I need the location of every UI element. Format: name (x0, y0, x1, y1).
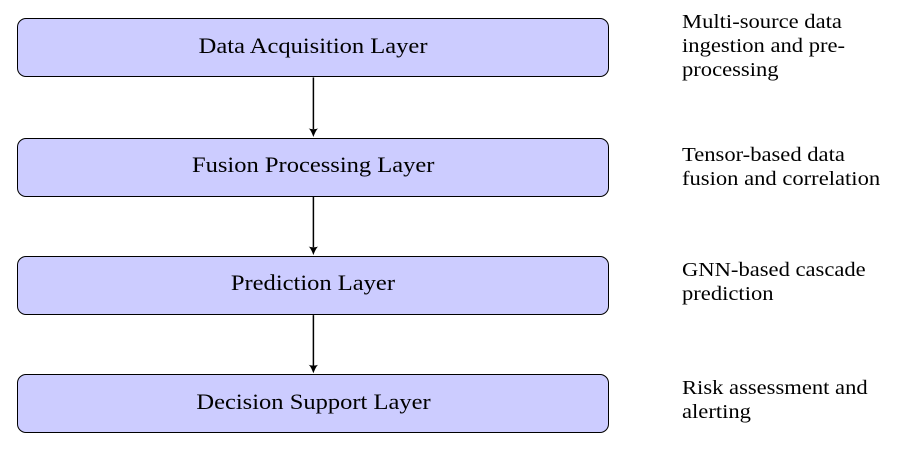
layer-label-decision-support: Decision Support Layer (195, 388, 431, 414)
layer-box-decision-support: Decision Support Layer (17, 373, 609, 434)
arrow-acquisition-to-fusion (308, 77, 319, 137)
annotation-line: GNN-based cascade (682, 258, 866, 281)
annotation-line: processing (682, 59, 779, 82)
annotation-fusion-processing: Tensor-based data fusion and correlation (682, 143, 880, 192)
annotation-line: Risk assessment and (682, 377, 868, 400)
annotation-line: Multi-source data (682, 10, 843, 33)
layer-box-data-acquisition: Data Acquisition Layer (17, 18, 609, 78)
arrow-fusion-to-prediction (308, 197, 319, 256)
annotation-prediction: GNN-based cascade prediction (682, 258, 866, 307)
layer-label-data-acquisition: Data Acquisition Layer (198, 32, 428, 58)
annotation-line: prediction (682, 282, 774, 305)
layer-box-prediction: Prediction Layer (17, 255, 609, 316)
annotation-line: alerting (682, 401, 752, 424)
annotation-data-acquisition: Multi-source data ingestion and pre- pro… (682, 10, 845, 83)
arrow-prediction-to-decision (308, 315, 319, 374)
annotation-line: Tensor-based data (682, 143, 846, 166)
layer-box-fusion-processing: Fusion Processing Layer (17, 137, 609, 197)
layer-label-fusion-processing: Fusion Processing Layer (191, 152, 435, 178)
annotation-line: ingestion and pre- (682, 35, 846, 58)
layer-label-prediction: Prediction Layer (231, 270, 396, 296)
annotation-line: fusion and correlation (682, 167, 881, 190)
annotation-decision-support: Risk assessment and alerting (682, 376, 868, 425)
